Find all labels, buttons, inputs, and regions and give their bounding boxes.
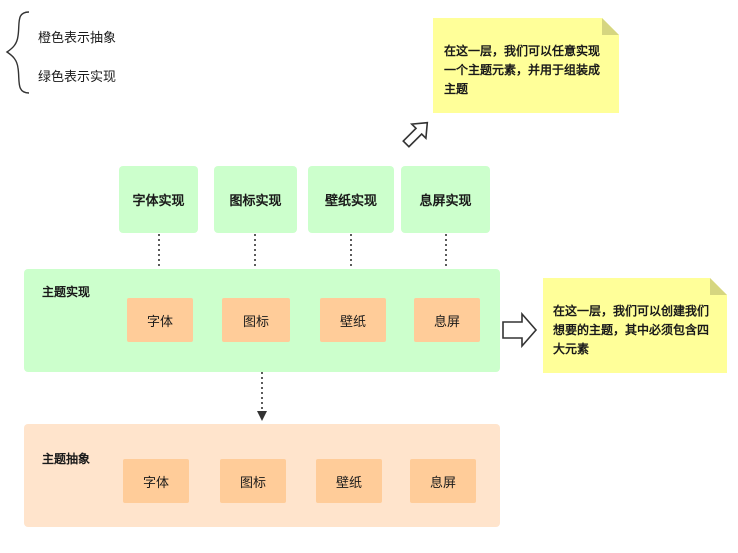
impl-chip-font: 字体 xyxy=(127,298,193,342)
abstract-chip-icon: 图标 xyxy=(220,459,286,503)
impl-wallpaper-box: 壁纸实现 xyxy=(308,166,394,233)
abstract-chip-screensaver: 息屏 xyxy=(410,459,476,503)
impl-icon-box: 图标实现 xyxy=(214,166,297,233)
theme-impl-title: 主题实现 xyxy=(42,285,91,299)
right-note-shape xyxy=(543,278,727,373)
top-note-text: 在这一层，我们可以任意实现一个主题元素，并用于组装成主题 xyxy=(444,44,601,96)
impl-chip-icon: 图标 xyxy=(222,298,290,342)
abstract-chip-font: 字体 xyxy=(123,459,189,503)
impl-chip-wallpaper: 壁纸 xyxy=(320,298,386,342)
abstract-chip-wallpaper: 壁纸 xyxy=(316,459,382,503)
legend-orange: 橙色表示抽象 xyxy=(38,31,117,46)
impl-screensaver-box: 息屏实现 xyxy=(401,166,490,233)
theme-abstract-title: 主题抽象 xyxy=(42,452,91,466)
top-note-shape xyxy=(433,18,619,113)
legend-green: 绿色表示实现 xyxy=(38,70,117,85)
right-hollow-arrow xyxy=(502,311,538,349)
impl-chip-screensaver: 息屏 xyxy=(414,298,480,342)
legend-brace xyxy=(5,11,30,94)
impl-font-box: 字体实现 xyxy=(119,166,198,233)
right-note-text: 在这一层，我们可以创建我们想要的主题，其中必须包含四大元素 xyxy=(553,304,710,356)
